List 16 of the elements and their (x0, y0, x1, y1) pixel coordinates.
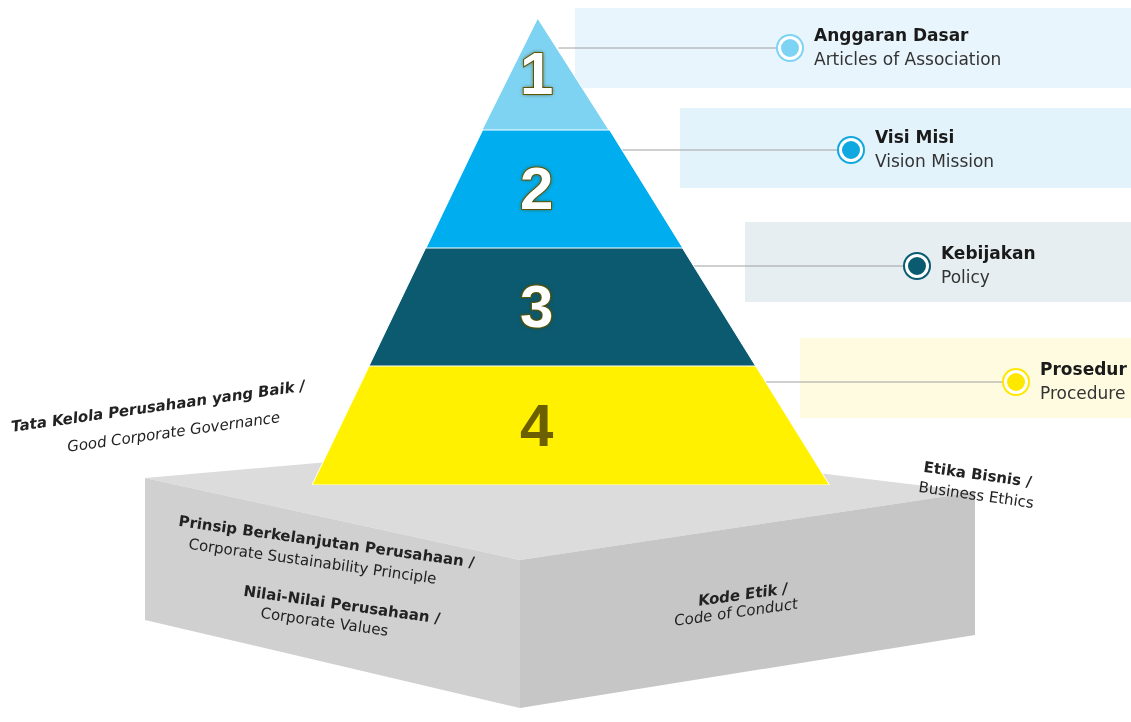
callout-title: Visi Misi (875, 127, 956, 147)
leader-line (765, 381, 1005, 383)
leader-line (693, 265, 906, 267)
callout-title: Anggaran Dasar (814, 25, 970, 45)
tier-number: 1 (520, 44, 554, 104)
callout-title: Kebijakan (941, 243, 1036, 263)
tier-number: 3 (520, 277, 554, 337)
leader-line (621, 149, 840, 151)
callout-subtitle: Vision Mission (875, 151, 995, 171)
tier-number: 4 (520, 395, 554, 456)
callout-subtitle: Articles of Association (814, 49, 1002, 69)
tier-number: 2 (520, 159, 554, 219)
callout-subtitle: Policy (941, 267, 991, 287)
callout-title: Prosedur (1040, 359, 1127, 379)
callout-subtitle: Procedure (1040, 383, 1127, 403)
leader-line (558, 47, 779, 49)
